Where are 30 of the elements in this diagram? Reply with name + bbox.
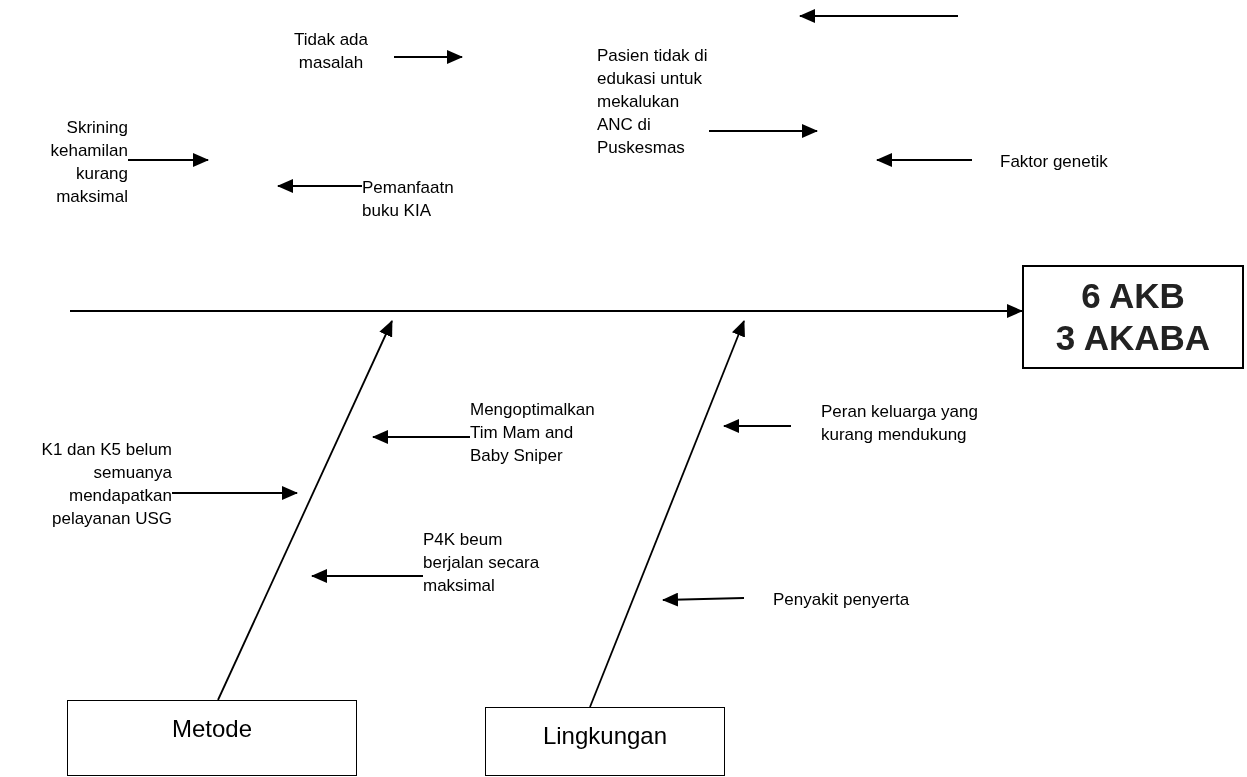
arrow xyxy=(311,569,424,583)
arrow xyxy=(589,320,745,708)
arrow xyxy=(372,430,471,444)
arrow xyxy=(171,486,298,500)
arrow xyxy=(277,179,363,193)
cause-label: Peran keluarga yang kurang mendukung xyxy=(821,401,979,446)
category-box xyxy=(485,707,725,776)
cause-label: Pemanfaatn buku KIA xyxy=(362,177,455,222)
arrow xyxy=(127,153,209,167)
cause-label: P4K beum berjalan secara maksimal xyxy=(423,529,541,597)
effect-label: 6 AKB xyxy=(1080,275,1186,317)
arrow xyxy=(723,419,792,433)
effect-box xyxy=(1022,265,1244,369)
arrow xyxy=(708,124,818,138)
category-label: Lingkungan xyxy=(541,722,669,750)
arrow xyxy=(69,304,1023,318)
arrow xyxy=(393,50,463,64)
cause-label: Skrining kehamilan kurang maksimal xyxy=(49,117,128,208)
cause-label: Faktor genetik xyxy=(1000,151,1109,173)
cause-label: Tidak ada masalah xyxy=(293,29,369,74)
effect-label: 3 AKABA xyxy=(1054,317,1212,359)
cause-label: K1 dan K5 belum semuanya mendapatkan pelayanan USG xyxy=(40,439,172,530)
cause-label: Pasien tidak di edukasi untuk mekalukan ANC di Puskesmas xyxy=(597,45,709,159)
category-box xyxy=(67,700,357,776)
cause-label: Penyakit penyerta xyxy=(773,589,911,611)
category-label: Metode xyxy=(170,715,254,743)
cause-label: Mengoptimalkan Tim Mam and Baby Sniper xyxy=(470,399,596,467)
arrow xyxy=(662,592,745,607)
arrow xyxy=(217,320,393,701)
arrow xyxy=(876,153,973,167)
